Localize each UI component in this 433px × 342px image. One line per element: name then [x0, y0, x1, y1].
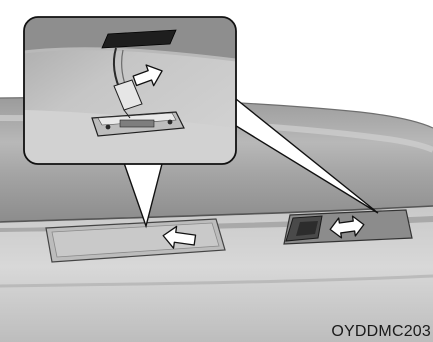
figure-code: OYDDMC203: [331, 323, 431, 341]
inset-detail: [24, 17, 236, 164]
